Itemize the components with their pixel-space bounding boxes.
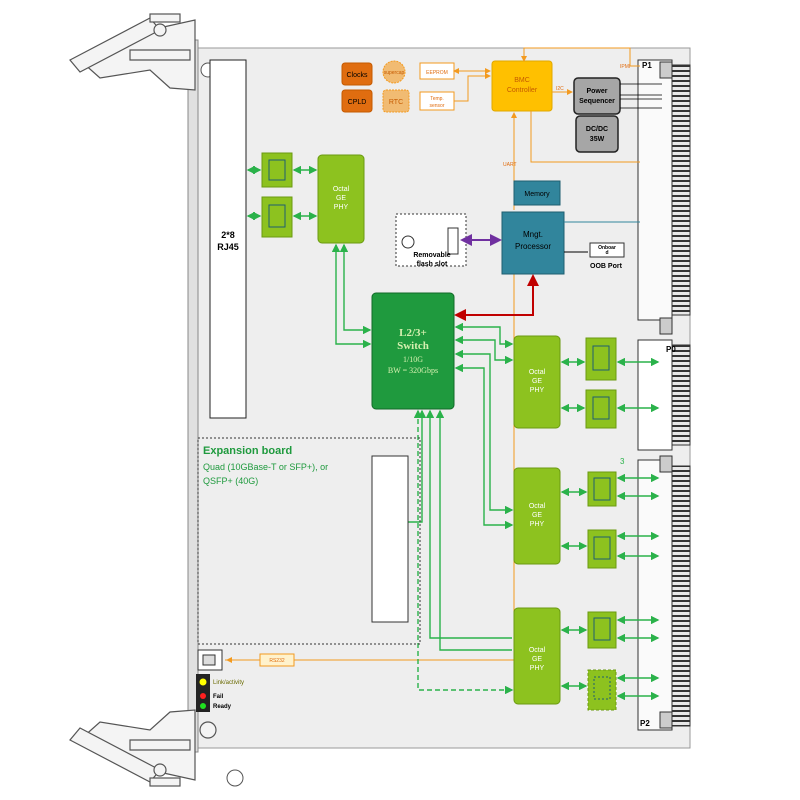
front-panel — [187, 39, 199, 753]
flash-slot-circle — [401, 235, 415, 249]
transformer-r5 — [587, 611, 617, 649]
phy-top — [317, 154, 365, 244]
connector-p0 — [637, 339, 691, 451]
phy-top-label-1: Octal — [333, 186, 350, 193]
temp-label-1: Temp. — [430, 96, 444, 102]
phy-top-label-2: GE — [336, 195, 346, 202]
phy-right-2 — [513, 467, 561, 565]
flash-card — [447, 227, 459, 255]
expansion-board — [197, 437, 421, 645]
led-fail — [200, 693, 206, 699]
phy-right-3 — [513, 607, 561, 705]
connector-p2 — [637, 455, 691, 731]
phy-right-2-label-2: GE — [532, 512, 542, 519]
top-ejector-handle — [69, 13, 196, 91]
switch-label-3: 1/10G — [403, 355, 423, 364]
led-status-bezel — [196, 690, 210, 712]
phy-right-2-label-1: Octal — [529, 503, 546, 510]
transformer-r2 — [585, 389, 617, 429]
eeprom-label: EEPROM — [426, 70, 448, 76]
led-link-label: Link/activity — [213, 680, 244, 686]
phy-right-3-label-3: PHY — [530, 665, 545, 672]
supercap-label: supercap — [384, 70, 405, 76]
bmc-label-2: Controller — [507, 87, 538, 94]
p0-label: P0 — [666, 345, 676, 354]
flash-label-1: Removable — [413, 252, 450, 259]
power-sequencer-label-2: Sequencer — [579, 98, 615, 105]
flash-label-2: flash slot — [417, 261, 448, 268]
switch-mgmt-link — [454, 274, 539, 321]
transformer-r6 — [587, 669, 617, 711]
switch-label-2: Switch — [397, 340, 429, 352]
marker-3: 3 — [620, 457, 625, 466]
dcdc-label-2: 35W — [590, 136, 605, 143]
cpld-chip — [341, 89, 373, 113]
led-ready — [200, 703, 206, 709]
power-sequencer — [573, 77, 621, 115]
expansion-line-2: QSFP+ (40G) — [203, 476, 258, 486]
p1-label: P1 — [642, 61, 652, 70]
phy-right-1-label-1: Octal — [529, 369, 546, 376]
expansion-connector — [371, 455, 409, 623]
transformer-r3 — [587, 471, 617, 507]
phy-right-1 — [513, 335, 561, 429]
expansion-title: Expansion board — [203, 445, 292, 457]
transformer-top-left — [261, 152, 293, 188]
dcdc-label-1: DC/DC — [586, 126, 608, 133]
cpld-label: CPLD — [348, 99, 367, 106]
dcdc-converter — [575, 115, 619, 153]
rs232-label: RS232 — [269, 658, 285, 664]
phy-right-1-label-3: PHY — [530, 387, 545, 394]
switch-label-1: L2/3+ — [399, 327, 427, 339]
connector-p1 — [637, 59, 691, 335]
transformer-mid-left — [261, 196, 293, 238]
expansion-line-1: Quad (10GBase-T or SFP+), or — [203, 462, 328, 472]
power-sequencer-label-1: Power — [586, 88, 607, 95]
led-ready-label: Ready — [213, 704, 232, 710]
mgmt-label-2: Processor — [515, 242, 551, 251]
ipmi-label: IPMI — [620, 64, 630, 70]
clocks-label: Clocks — [346, 72, 368, 79]
rtc-label: RTC — [389, 99, 403, 106]
phy-top-label-3: PHY — [334, 204, 349, 211]
bmc-controller — [491, 60, 553, 112]
transformer-r1 — [585, 337, 617, 381]
rj45-label-2: RJ45 — [217, 242, 239, 252]
mount-screw-bottom — [226, 769, 244, 787]
l23-switch — [371, 292, 455, 410]
oob-port-label: OOB Port — [590, 263, 623, 270]
led-link — [199, 678, 207, 686]
p2-label: P2 — [640, 719, 650, 728]
switch-label-4: BW = 320Gbps — [388, 366, 438, 375]
phy-right-3-label-2: GE — [532, 656, 542, 663]
clocks-chip — [341, 62, 373, 86]
led-fail-label: Fail — [213, 694, 224, 700]
rs232-chip — [259, 653, 295, 667]
temp-label-2: sensor — [429, 103, 444, 109]
uart-label: UART — [503, 162, 517, 168]
i2c-label: I2C — [556, 86, 564, 92]
supercap-chip — [382, 60, 406, 84]
bottom-ejector-handle — [69, 709, 217, 787]
mgmt-processor — [501, 211, 565, 275]
phy-right-3-label-1: Octal — [529, 647, 546, 654]
bmc-label-1: BMC — [514, 77, 530, 84]
rj45-label-1: 2*8 — [221, 230, 235, 240]
memory-label: Memory — [524, 191, 550, 198]
rtc-chip — [382, 89, 410, 113]
transformer-r4 — [587, 529, 617, 569]
phy-right-2-label-3: PHY — [530, 521, 545, 528]
onboard-port — [589, 242, 625, 258]
phy-right-1-label-2: GE — [532, 378, 542, 385]
memory-chip — [513, 180, 561, 206]
rj45-block — [209, 59, 247, 419]
mgmt-label-1: Mngt. — [523, 230, 543, 239]
